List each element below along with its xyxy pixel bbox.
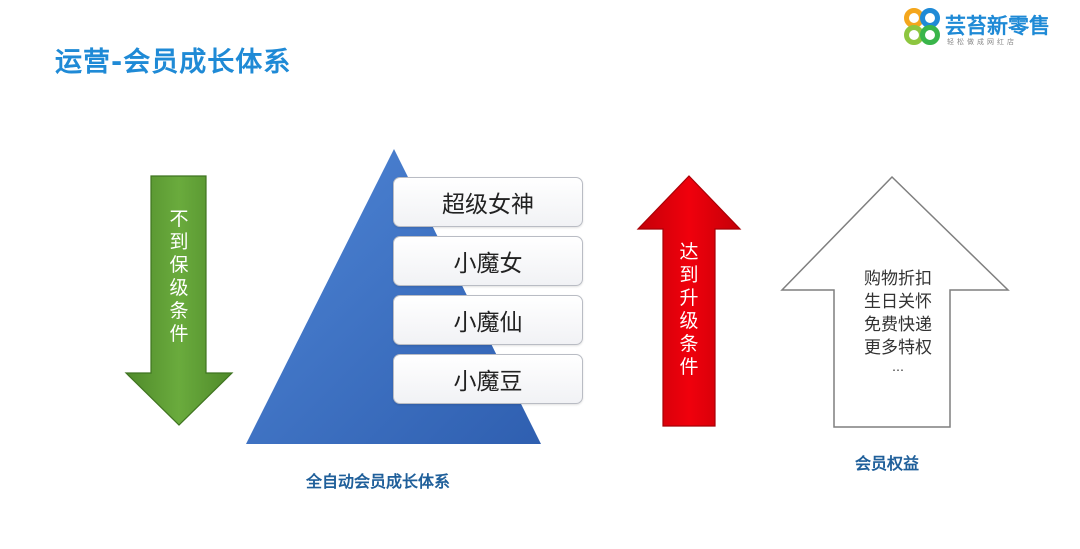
downgrade-arrow <box>124 175 234 426</box>
brand-logo: 芸苔新零售 轻松做成网红店 <box>902 6 1072 52</box>
logo-name: 芸苔新零售 <box>945 14 1050 38</box>
downgrade-char: 级 <box>169 277 189 299</box>
pyramid-caption: 全自动会员成长体系 <box>306 472 451 491</box>
level-item: 小魔女 <box>393 236 583 286</box>
upgrade-label: 达 到 升 级 条 件 <box>679 241 699 379</box>
upgrade-char: 达 <box>679 241 699 263</box>
page-title: 运营-会员成长体系 <box>55 47 292 78</box>
benefit-item: 生日关怀 <box>864 292 932 312</box>
logo-icon <box>904 8 940 45</box>
upgrade-char: 级 <box>679 310 699 332</box>
benefits-arrow <box>780 175 1010 428</box>
level-item: 超级女神 <box>393 177 583 227</box>
downgrade-char: 件 <box>169 323 189 345</box>
upgrade-char: 条 <box>679 333 699 355</box>
upgrade-char: 到 <box>679 264 699 286</box>
downgrade-char: 条 <box>169 300 189 322</box>
logo-slogan: 轻松做成网红店 <box>947 38 1017 46</box>
benefit-item: 免费快递 <box>864 315 932 335</box>
downgrade-char: 到 <box>169 231 189 253</box>
benefit-item: 购物折扣 <box>864 269 932 289</box>
level-item: 小魔仙 <box>393 295 583 345</box>
benefit-item: 更多特权 <box>864 338 932 358</box>
downgrade-label: 不 到 保 级 条 件 <box>169 208 189 346</box>
downgrade-char: 保 <box>169 254 189 276</box>
benefits-caption: 会员权益 <box>855 454 920 473</box>
upgrade-char: 升 <box>679 287 699 309</box>
benefits-list: 购物折扣 生日关怀 免费快递 更多特权 … <box>843 268 953 374</box>
level-item: 小魔豆 <box>393 354 583 404</box>
upgrade-arrow <box>636 175 742 427</box>
benefit-item: … <box>892 360 904 374</box>
downgrade-char: 不 <box>169 208 189 230</box>
upgrade-char: 件 <box>679 356 699 378</box>
